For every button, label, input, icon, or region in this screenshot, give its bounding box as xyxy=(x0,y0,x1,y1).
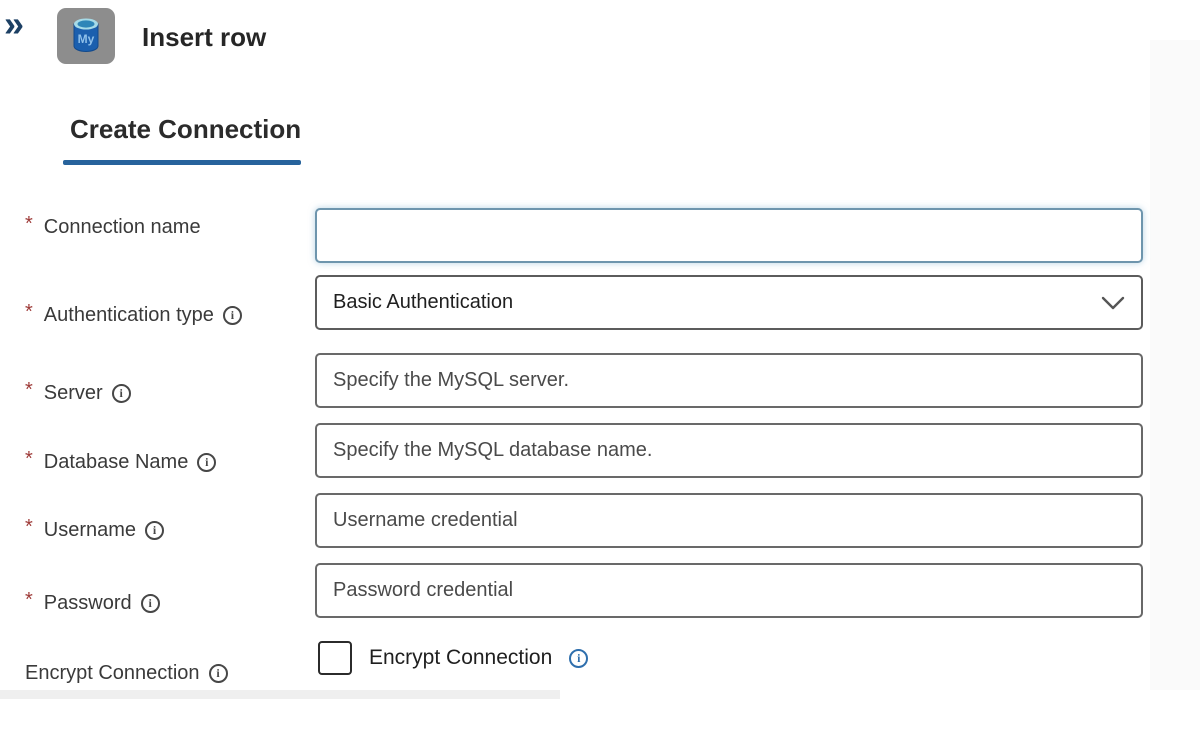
required-marker: * xyxy=(25,378,33,401)
info-icon[interactable]: i xyxy=(197,452,217,472)
required-marker: * xyxy=(25,447,33,470)
server-input[interactable] xyxy=(315,353,1143,408)
info-icon[interactable]: i xyxy=(222,305,242,325)
authentication-type-dropdown[interactable]: Basic Authentication xyxy=(315,275,1143,330)
background-band xyxy=(0,690,560,699)
info-icon[interactable]: i xyxy=(569,648,589,668)
mysql-database-icon: My xyxy=(73,18,99,52)
label-text: Connection name xyxy=(43,215,201,238)
label-text: Database Name xyxy=(43,450,189,473)
label-text: Username xyxy=(43,518,137,541)
field-label-connection-name: * Connection name xyxy=(25,212,201,240)
mysql-connector-icon: My xyxy=(57,8,115,64)
operation-title: Insert row xyxy=(142,22,267,52)
background-band xyxy=(1150,40,1200,690)
field-label-password: * Password i xyxy=(25,588,160,616)
label-text: Encrypt Connection xyxy=(25,661,200,684)
info-icon[interactable]: i xyxy=(208,663,228,683)
label-text: Server xyxy=(43,381,103,404)
required-marker: * xyxy=(25,515,33,538)
connection-name-input[interactable] xyxy=(315,208,1143,263)
double-chevron-right-icon: » xyxy=(4,3,24,44)
label-text: Authentication type xyxy=(43,303,214,326)
chevron-down-icon xyxy=(1101,296,1125,309)
tab-create-connection[interactable]: Create Connection xyxy=(70,114,302,144)
required-marker: * xyxy=(25,300,33,323)
encrypt-connection-field: Encrypt Connection i xyxy=(318,640,589,676)
info-icon[interactable]: i xyxy=(111,383,131,403)
collapse-panel-button[interactable]: » xyxy=(4,3,24,44)
info-icon[interactable]: i xyxy=(145,520,165,540)
required-marker: * xyxy=(25,588,33,611)
required-marker: * xyxy=(25,212,33,235)
dropdown-selected-value: Basic Authentication xyxy=(333,291,514,313)
field-label-username: * Username i xyxy=(25,515,165,543)
label-text: Password xyxy=(43,591,132,614)
info-icon[interactable]: i xyxy=(140,593,160,613)
password-input[interactable] xyxy=(315,563,1143,618)
database-name-input[interactable] xyxy=(315,423,1143,478)
svg-text:My: My xyxy=(78,32,95,46)
encrypt-connection-checkbox[interactable] xyxy=(318,641,352,675)
checkbox-label[interactable]: Encrypt Connection xyxy=(369,646,553,669)
username-input[interactable] xyxy=(315,493,1143,548)
field-label-server: * Server i xyxy=(25,378,131,406)
field-label-encrypt-connection: Encrypt Connection i xyxy=(25,660,228,686)
active-tab-underline xyxy=(63,160,301,165)
field-label-authentication-type: * Authentication type i xyxy=(25,300,242,328)
field-label-database-name: * Database Name i xyxy=(25,447,217,475)
